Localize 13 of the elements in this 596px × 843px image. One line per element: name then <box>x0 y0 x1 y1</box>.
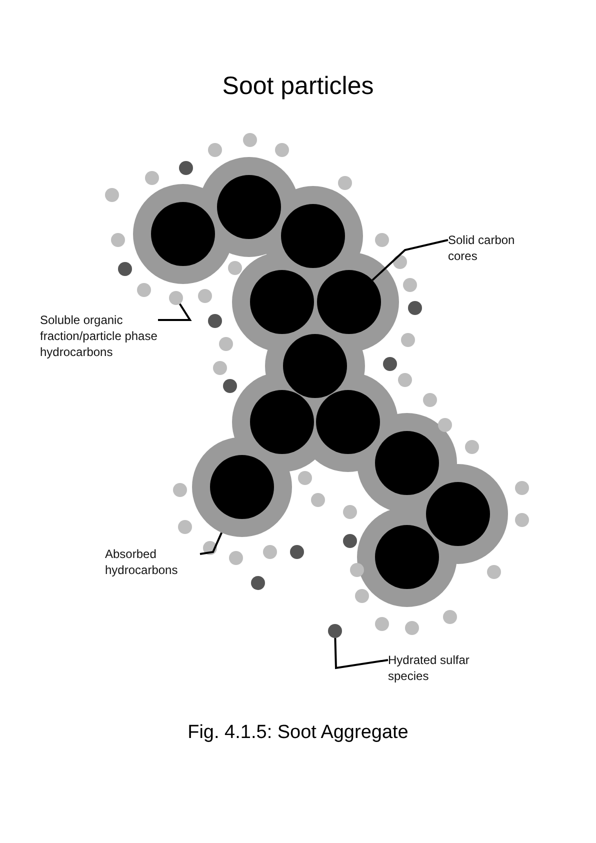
leader-line <box>158 303 192 321</box>
leader-line <box>334 638 388 670</box>
callout-label: Soluble organic fraction/particle phase hydrocarbons <box>40 312 158 360</box>
leader-line <box>372 239 448 281</box>
callout-label: Solid carbon cores <box>448 232 543 264</box>
droplet <box>169 291 183 305</box>
caption: Fig. 4.1.5: Soot Aggregate <box>188 722 408 744</box>
callout-label: Absorbed hydrocarbons <box>105 546 200 578</box>
title: Soot particles <box>222 72 374 101</box>
callout-label: Hydrated sulfar species <box>388 652 483 684</box>
leader-line <box>200 532 223 555</box>
carbon-core <box>317 270 381 334</box>
sulfate-droplet <box>328 624 342 638</box>
